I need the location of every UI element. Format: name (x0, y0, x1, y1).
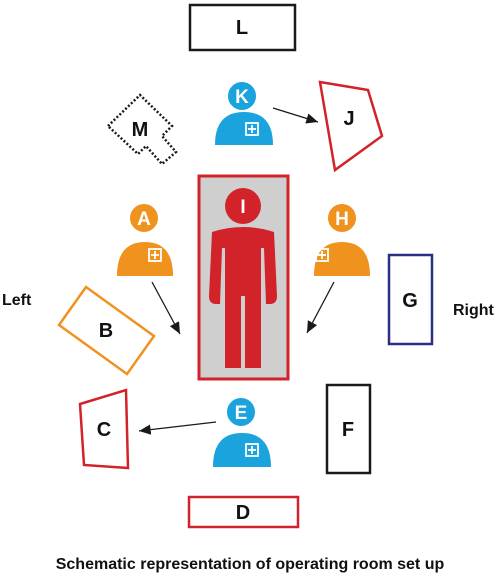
person-icon (213, 433, 271, 467)
box-j: J (318, 80, 384, 173)
box-c: C (78, 388, 130, 470)
arrow-e-to-c (138, 421, 217, 435)
patient-figure-icon (209, 188, 277, 368)
person-k: K (215, 80, 273, 145)
person-icon (215, 112, 273, 145)
box-b: B (57, 285, 156, 376)
label-g: G (402, 290, 418, 312)
label-e: E (235, 403, 248, 424)
side-label-left: Left (2, 292, 32, 309)
label-i: I (240, 197, 245, 218)
box-l: L (188, 3, 297, 52)
label-j: J (343, 108, 354, 130)
label-c: C (97, 419, 111, 441)
box-d: D (187, 495, 300, 529)
label-a: A (137, 209, 151, 230)
figure-caption: Schematic representation of operating ro… (55, 556, 445, 573)
box-f: F (325, 383, 372, 475)
box-g: G (387, 253, 434, 346)
label-d: D (236, 502, 250, 524)
label-m: M (132, 119, 149, 141)
plus-badge-icon (315, 248, 329, 262)
label-h: H (335, 209, 349, 230)
plus-badge-icon (245, 122, 259, 136)
operating-table: I (197, 174, 290, 381)
arrow-a-to-table (151, 281, 181, 335)
side-label-right: Right (453, 302, 495, 319)
arrow-k-to-j (272, 107, 319, 124)
person-h: H (314, 202, 370, 276)
label-l: L (236, 17, 248, 39)
label-f: F (342, 419, 354, 441)
person-icon (117, 242, 173, 276)
label-k: K (235, 87, 249, 108)
plus-badge-icon (148, 248, 162, 262)
shape-m: M (106, 93, 178, 166)
person-e: E (213, 396, 271, 467)
label-b: B (99, 320, 113, 342)
arrow-h-to-table (306, 281, 335, 334)
person-a: A (117, 202, 173, 276)
plus-badge-icon (245, 443, 259, 457)
